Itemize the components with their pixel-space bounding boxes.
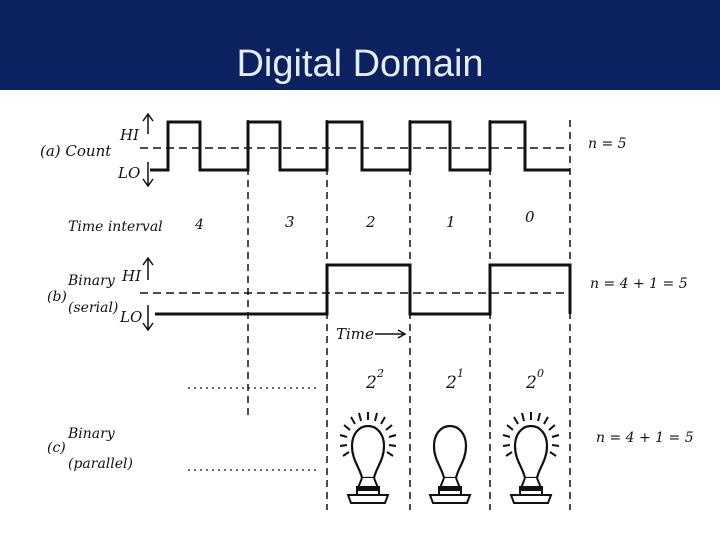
parallel-section: Binary (c) (parallel) n = 4 + 1 = 5 2 2 … xyxy=(47,367,694,504)
serial-waveform xyxy=(155,263,572,316)
place-value-2-2-base: 2 xyxy=(365,373,377,393)
parallel-label-line2: (parallel) xyxy=(68,456,133,472)
count-section: (a) Count HI LO n = 5 xyxy=(40,112,627,188)
interval-1: 1 xyxy=(446,213,456,231)
time-interval-label: Time interval xyxy=(68,219,163,235)
light-rays-icon xyxy=(339,412,397,457)
lightbulb-icon xyxy=(428,424,472,504)
bulb-2-0-lit xyxy=(502,412,560,504)
light-rays-icon xyxy=(502,412,560,457)
place-value-2-1-base: 2 xyxy=(445,373,457,393)
interval-4: 4 xyxy=(194,217,204,233)
serial-lo-label: LO xyxy=(119,308,142,326)
bulb-2-1-unlit xyxy=(428,424,472,504)
serial-part-label: (b) xyxy=(47,289,67,305)
place-value-2-0-exp: 0 xyxy=(537,367,544,380)
serial-annotation: n = 4 + 1 = 5 xyxy=(590,276,688,292)
slide-header xyxy=(0,0,720,90)
lightbulb-icon xyxy=(346,424,390,504)
interval-2: 2 xyxy=(365,213,376,231)
lightbulb-icon xyxy=(509,424,553,504)
parallel-annotation: n = 4 + 1 = 5 xyxy=(596,430,694,446)
parallel-part-label: (c) xyxy=(47,440,66,456)
interval-3: 3 xyxy=(285,213,295,231)
count-lo-arrow xyxy=(142,162,154,188)
place-value-2-0-base: 2 xyxy=(525,373,537,393)
parallel-label-line1: Binary xyxy=(67,426,116,442)
interval-0: 0 xyxy=(525,208,535,226)
count-pulse-train xyxy=(150,120,570,172)
serial-label-line1: Binary xyxy=(67,273,116,289)
digital-domain-figure: (a) Count HI LO n = 5 Time interval 4 3 … xyxy=(40,112,694,510)
count-label: (a) Count xyxy=(40,142,112,160)
serial-label-line2: (serial) xyxy=(68,300,118,316)
bulb-2-2-lit xyxy=(339,412,397,504)
time-interval-row: Time interval 4 3 2 1 0 xyxy=(68,208,535,235)
place-value-2-2-exp: 2 xyxy=(376,367,384,380)
count-hi-label: HI xyxy=(119,126,140,144)
place-value-2-1-exp: 1 xyxy=(457,367,464,380)
count-hi-arrow xyxy=(142,112,154,134)
time-axis-label: Time xyxy=(336,325,374,343)
count-annotation: n = 5 xyxy=(588,136,627,152)
serial-section: Binary (b) (serial) HI LO n = 4 + 1 = 5 … xyxy=(47,256,688,343)
serial-lo-arrow xyxy=(142,305,154,332)
time-arrow xyxy=(375,329,407,339)
count-lo-label: LO xyxy=(117,164,140,182)
serial-hi-arrow xyxy=(142,256,154,280)
slide-title: Digital Domain xyxy=(236,43,484,85)
serial-hi-label: HI xyxy=(121,267,142,285)
